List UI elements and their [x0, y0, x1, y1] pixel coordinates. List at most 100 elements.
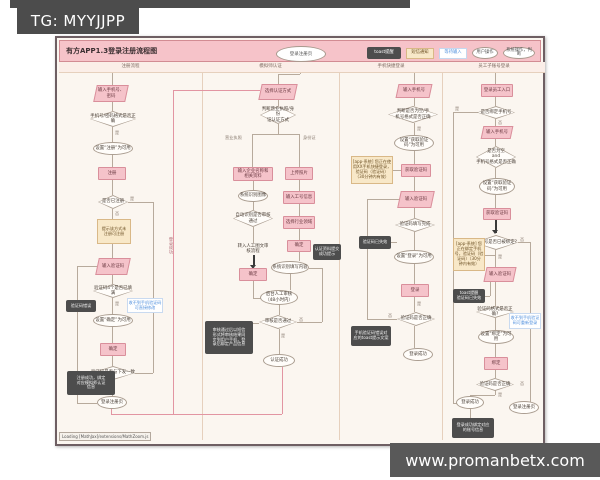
flow-edge [111, 409, 112, 414]
lane-divider [442, 62, 443, 440]
toast-node: 登录成功绑定对应 的账号信息 [452, 418, 494, 438]
flow-edge [367, 319, 397, 320]
flow-edge [485, 296, 490, 297]
flowchart-canvas: 有方APP1.3登录注册流程图 登录注册页 toast提醒 短信通知 等待输入 … [55, 36, 545, 446]
rect-node: 绑定 [484, 357, 508, 370]
para-node: 输入手机号 [482, 126, 512, 139]
legend-toast: toast提醒 [367, 47, 401, 59]
flow-edge [495, 71, 496, 84]
para-node: 输入手机号 [397, 84, 431, 98]
rect-node: 确定 [100, 343, 126, 356]
diamond-node: 手机号是否已被绑定? [474, 235, 518, 250]
lane-divider [202, 62, 203, 440]
flow-edge [367, 199, 399, 200]
flow-edge [414, 177, 415, 191]
flow-edge [495, 318, 496, 330]
toast-node: 手机验证码错误对 应的toast提示文案 [351, 326, 391, 346]
label-node: 否 [115, 211, 120, 217]
watermark-bottom: www.promanbetx.com [390, 443, 600, 477]
flow-edge [414, 71, 415, 84]
flow-edge [414, 123, 415, 135]
diamond-node: 验证码填写完成 [395, 218, 435, 232]
para-node: 输入验证码 [399, 191, 433, 208]
lane-title-quick-login: 手机快捷登录 [377, 64, 405, 69]
lane-titles: 注册流程 模拟师认证 手机快捷登录 员工子账号登录 [59, 62, 545, 73]
rect-node: 确定 [239, 268, 267, 281]
flow-edge [414, 326, 415, 348]
flow-edge [278, 74, 300, 75]
flow-edge [299, 252, 300, 261]
legend-sms: 短信通知 [406, 47, 434, 59]
statusbar: Loading [MathJax]/extensions/MathZoom.js [59, 432, 152, 441]
flow-edge [414, 98, 415, 106]
flow-edge [77, 403, 97, 404]
flow-edge [367, 199, 368, 319]
flow-edge [112, 209, 113, 219]
start-node: 登录注册页 [276, 46, 326, 62]
label-node: 是 [498, 254, 503, 260]
flow-edge [485, 255, 495, 256]
ellipse-node: 登录注册页 [509, 401, 539, 414]
label-node: 是 [281, 333, 286, 339]
flow-edge [112, 275, 113, 284]
flow-edge [299, 229, 300, 240]
label-node: 是 [115, 301, 120, 307]
diamond-node: 是否绑定手机号 [477, 106, 515, 119]
flow-edge [173, 90, 174, 414]
flow-edge [112, 102, 113, 111]
flow-edge [453, 403, 457, 404]
flow-edge [290, 274, 291, 290]
flow-edge [470, 395, 495, 396]
flow-edge [393, 170, 401, 171]
flow-edge [112, 127, 113, 142]
label-node: 是 [417, 301, 422, 307]
flow-edge [495, 344, 496, 357]
flow-edge [112, 180, 113, 195]
label-node: 营业执照 [225, 135, 242, 141]
ellipse-node: 登录成功 [456, 396, 484, 409]
flow-edge [495, 119, 496, 126]
flow-edge [173, 414, 282, 415]
ellipse-node: 设置“登录”为可用 [394, 250, 434, 264]
note-node: [app-系统] 您 正在绑定手机 号，验证码（验 证码）（30分 钟内有效） [453, 238, 485, 271]
note-node: [app-系统] 您正在使 用XX手机快捷登录， 验证码（验证码） （30分钟内… [351, 156, 393, 184]
rect-node: 输入企业名称和 相关资料 [233, 167, 273, 181]
toast-node: toast提醒 验证码已失效 [453, 289, 485, 303]
label-node: 身份证 [303, 135, 316, 141]
flow-edge [112, 155, 113, 167]
flow-edge [278, 124, 279, 134]
flow-edge [309, 268, 322, 269]
note-node: 提示该方式未 注册可注册 [97, 219, 131, 244]
ellipse-node: 后台人工审核 （48小时内） [260, 290, 298, 305]
flow-edge [153, 202, 154, 373]
flow-edge [77, 266, 97, 267]
flow-edge [470, 409, 471, 418]
flow-edge [414, 151, 415, 164]
flow-edge [253, 281, 254, 298]
flow-edge [495, 370, 496, 378]
flow-edge [495, 282, 496, 306]
para-node: 输入验证码 [97, 258, 129, 275]
ellipse-node: 系统识别图像 [238, 190, 268, 202]
flow-edge [495, 250, 496, 267]
ellipse-node: 认证成功 [263, 354, 295, 367]
lane-title-register: 注册流程 [121, 64, 140, 69]
ellipse-node: 设置“确定”为可用 [93, 314, 133, 327]
flow-edge [495, 220, 497, 233]
diamond-node: 判断营业执照/身份 证认证方式 [261, 107, 295, 123]
toast-node: 验证码已失效 [359, 236, 391, 249]
flow-edge [279, 305, 280, 315]
flow-edge [495, 139, 496, 146]
flow-edge [299, 180, 300, 191]
ellipse-node: 设置“绑定”为可用 [478, 330, 514, 344]
toast-node: 审核通过后以短信 形式将审核结果同 步到用户手机，登 录后绑定产品信息 [205, 321, 253, 354]
rect-node: 上传照片 [285, 167, 313, 180]
rect-node: 确定 [287, 240, 311, 252]
rect-node: 输入工号信息 [283, 191, 315, 204]
flow-edge [518, 242, 530, 243]
toast-node: 验证码错误 [66, 300, 96, 312]
flow-edge [391, 242, 397, 243]
label-node: 是 [498, 392, 503, 398]
rect-node: 选择行业领域 [283, 216, 315, 229]
flow-edge [322, 268, 323, 322]
